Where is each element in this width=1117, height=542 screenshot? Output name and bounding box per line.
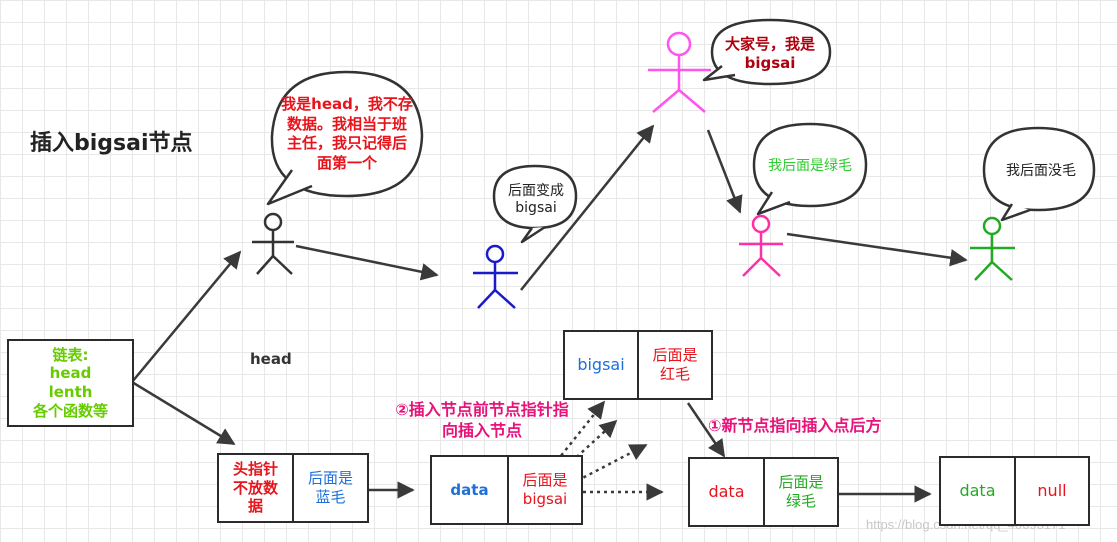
arrow-bigsai-to-red-node (686, 402, 726, 458)
stick-figure-pink-top (648, 31, 711, 113)
green-speech-text: 我后面没毛 (1006, 163, 1076, 179)
pink-top-speech-text: 大家号，我是bigsai (724, 34, 815, 72)
blue-node-next: 后面是bigsai (507, 455, 583, 525)
connector-arrows (131, 124, 968, 503)
pink-mid-speech-text: 我后面是绿毛 (768, 158, 852, 174)
diagram-title: 插入bigsai节点 (30, 131, 193, 156)
list-info-line4: 各个函数等 (32, 401, 108, 420)
arrow-head-to-blue-figure (295, 244, 439, 281)
arrow-blue-to-pink-top (520, 124, 655, 291)
bigsai-node-next: 后面是红毛 (637, 330, 713, 400)
speech-bubble-blue (492, 164, 578, 244)
green-node-data: data (939, 456, 1016, 526)
bigsai-node-data: bigsai (563, 330, 639, 400)
list-info-line3: lenth (48, 383, 93, 401)
arrow-pink-top-to-pink-mid (706, 129, 743, 214)
arrow-list-to-head-figure (131, 250, 242, 383)
speech-bubble-pink-top (702, 18, 832, 86)
stick-figure-green (970, 216, 1015, 281)
red-node-next: 后面是绿毛 (763, 457, 839, 527)
list-info-line2: head (49, 364, 92, 383)
list-info-box: 链表: head lenth 各个函数等 (7, 339, 134, 427)
step2-annotation: ②插入节点前节点指针指向插入节点 (395, 400, 569, 440)
dotted-arrow-right-up (570, 443, 648, 486)
stick-figure-pink-mid (739, 214, 783, 277)
arrow-list-to-head-node (131, 380, 236, 446)
speech-bubble-pink-mid (752, 122, 868, 216)
arrow-pink-mid-to-green (786, 232, 968, 267)
head-node-next: 后面是蓝毛 (292, 453, 369, 523)
green-node-next: null (1014, 456, 1090, 526)
step1-annotation: ①新节点指向插入点后方 (708, 416, 882, 435)
list-info-line1: 链表: (52, 345, 89, 364)
red-node-data: data (688, 457, 765, 527)
head-node-data: 头指针不放数据 (217, 453, 294, 523)
speech-bubble-green (982, 126, 1096, 222)
head-label: head (250, 350, 292, 368)
head-speech-text: 我是head，我不存数据。我相当于班主任，我只记得后面第一个 (281, 95, 413, 172)
blue-speech-text: 后面变成bigsai (508, 183, 564, 216)
stick-figure-head (252, 212, 294, 275)
speech-bubble-head (266, 70, 424, 206)
stick-figure-blue (473, 244, 518, 309)
blue-node-data: data (430, 455, 509, 525)
